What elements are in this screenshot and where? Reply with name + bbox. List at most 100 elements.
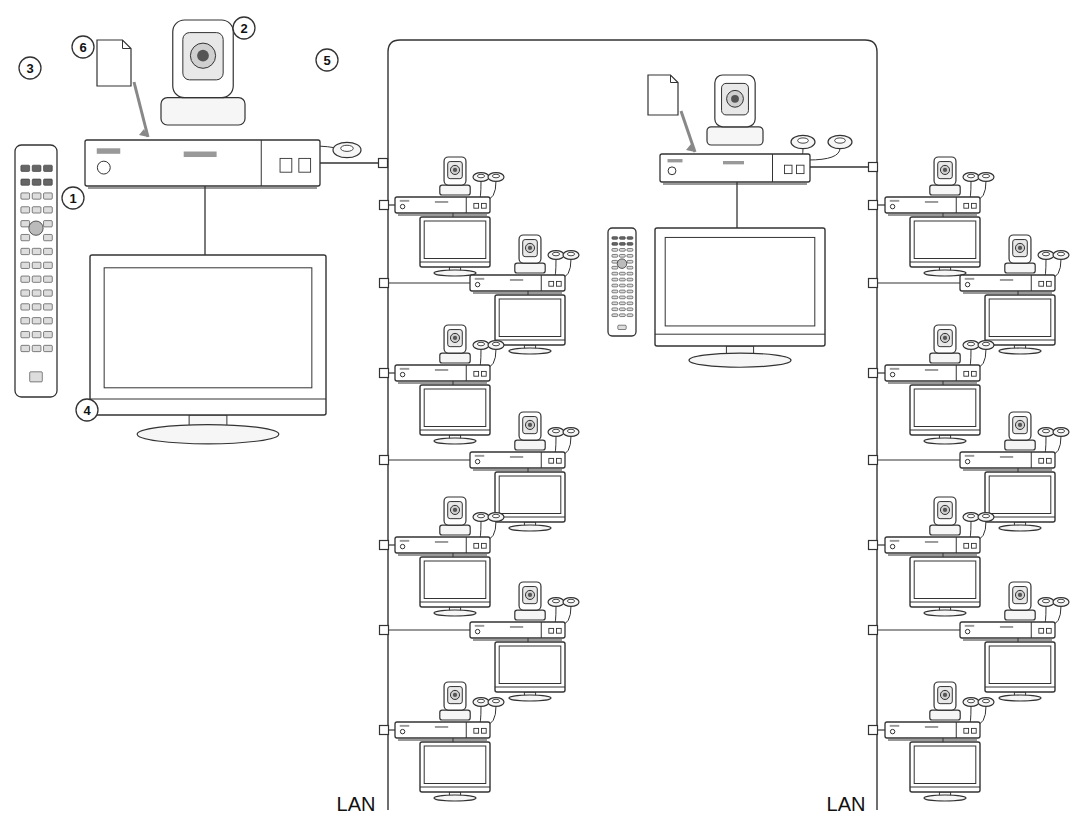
remote-terminal bbox=[869, 582, 1070, 701]
microphone bbox=[963, 513, 979, 522]
camera-lens bbox=[940, 505, 949, 514]
remote-button bbox=[21, 248, 30, 254]
microphone bbox=[1053, 251, 1069, 260]
monitor-bezel bbox=[495, 517, 565, 518]
power-button bbox=[400, 372, 404, 376]
unit-logo bbox=[1000, 626, 1013, 628]
insert-arrow bbox=[134, 82, 148, 137]
remote-button bbox=[618, 325, 626, 329]
remote-terminal bbox=[380, 235, 580, 354]
monitor-stand bbox=[434, 610, 476, 616]
microphone-top bbox=[982, 342, 989, 346]
unit-divider bbox=[466, 197, 467, 213]
monitor-screen bbox=[914, 389, 976, 427]
mic-jack bbox=[971, 371, 976, 376]
remote-button bbox=[44, 262, 53, 268]
remote-button bbox=[627, 243, 633, 246]
microphone bbox=[563, 251, 579, 260]
remote-button bbox=[612, 249, 618, 252]
camera-lens bbox=[727, 90, 744, 107]
camera-face bbox=[448, 330, 463, 347]
power-button bbox=[890, 544, 894, 548]
microphone bbox=[1038, 598, 1054, 607]
camera-lens bbox=[450, 165, 459, 174]
camera-face bbox=[938, 162, 953, 179]
codec-unit bbox=[395, 197, 490, 213]
monitor-screen bbox=[989, 646, 1051, 684]
monitor-frame bbox=[420, 742, 490, 792]
remote-button bbox=[612, 272, 618, 275]
microphone bbox=[488, 513, 504, 522]
remote-button bbox=[612, 308, 618, 311]
power-button bbox=[97, 161, 110, 174]
lan-port bbox=[869, 201, 878, 210]
microphone-top bbox=[492, 342, 499, 346]
monitor-screen bbox=[499, 476, 561, 514]
mic-jack bbox=[971, 543, 976, 548]
monitor-bezel bbox=[655, 334, 825, 335]
monitor-screen bbox=[499, 299, 561, 337]
remote-button bbox=[44, 331, 53, 337]
remote-button bbox=[627, 296, 633, 299]
remote-button bbox=[619, 314, 625, 317]
codec-unit bbox=[395, 365, 490, 381]
power-button bbox=[965, 459, 969, 463]
mic-jack bbox=[971, 728, 976, 733]
camera-head bbox=[519, 235, 541, 263]
unit-logo bbox=[723, 161, 744, 164]
camera-base bbox=[930, 710, 960, 720]
remote-button bbox=[612, 284, 618, 287]
lan-drop bbox=[320, 162, 383, 163]
remote-button bbox=[32, 290, 41, 296]
remote-button bbox=[32, 304, 41, 310]
microphone-top bbox=[492, 699, 499, 703]
unit-feet bbox=[398, 740, 487, 741]
unit-logo bbox=[1000, 279, 1013, 281]
monitor-stand bbox=[434, 270, 476, 276]
camera-lens-center bbox=[1018, 423, 1022, 427]
camera-head bbox=[934, 682, 956, 710]
unit-logo bbox=[510, 279, 523, 281]
mic-jack bbox=[964, 371, 969, 376]
remote-button bbox=[44, 304, 53, 310]
camera-face bbox=[523, 240, 538, 257]
microphone bbox=[963, 341, 979, 350]
camera-base bbox=[1005, 263, 1035, 273]
remote-button bbox=[44, 221, 53, 227]
insert-arrowhead bbox=[686, 144, 695, 152]
monitor-frame bbox=[420, 385, 490, 435]
monitor-stand bbox=[434, 438, 476, 444]
monitor-screen bbox=[665, 237, 815, 326]
camera-lens-center bbox=[453, 168, 457, 172]
mic-jack bbox=[549, 458, 554, 463]
remote-button bbox=[21, 165, 30, 171]
monitor-bezel bbox=[910, 262, 980, 263]
unit-logo bbox=[435, 541, 448, 543]
lan-network bbox=[388, 40, 877, 810]
camera-base bbox=[515, 263, 545, 273]
unit-logo bbox=[890, 725, 900, 727]
callout-number: 6 bbox=[79, 41, 86, 54]
lan-port bbox=[379, 159, 388, 168]
video-cable bbox=[204, 186, 205, 256]
unit-logo bbox=[400, 725, 410, 727]
mic-jack bbox=[797, 165, 805, 173]
microphone bbox=[548, 251, 564, 260]
unit-logo bbox=[925, 201, 938, 203]
remote-button bbox=[627, 260, 633, 263]
codec-unit bbox=[470, 452, 565, 468]
callout-circle bbox=[316, 49, 338, 71]
unit-logo bbox=[475, 278, 485, 280]
camera-lens-center bbox=[943, 336, 947, 340]
main-terminal bbox=[608, 75, 878, 367]
callout-circle bbox=[72, 36, 94, 58]
monitor-bezel bbox=[910, 602, 980, 603]
remote-button bbox=[627, 272, 633, 275]
mic-jack bbox=[549, 628, 554, 633]
power-button bbox=[890, 729, 894, 733]
monitor-screen bbox=[914, 221, 976, 259]
remote-button bbox=[612, 260, 618, 263]
lan-drop bbox=[388, 459, 470, 460]
power-button bbox=[400, 544, 404, 548]
